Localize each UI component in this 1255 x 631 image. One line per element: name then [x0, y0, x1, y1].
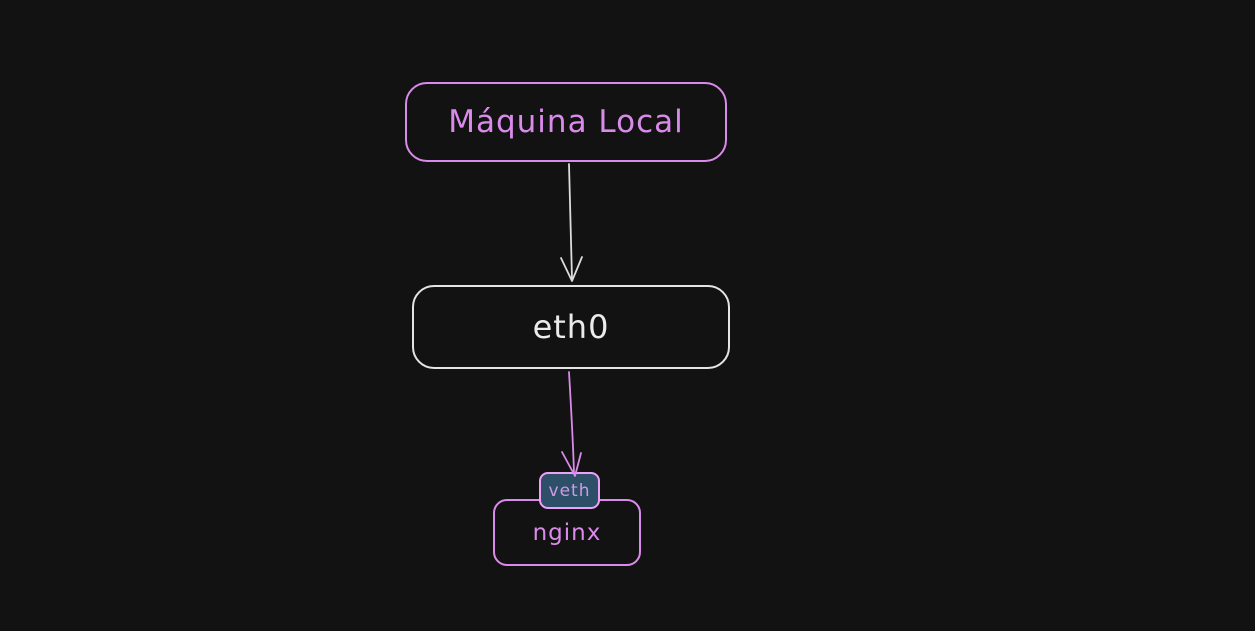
node-eth0-label: eth0 [532, 308, 610, 346]
node-maquina-local[interactable]: Máquina Local [405, 82, 727, 162]
arrow-eth0-to-veth[interactable] [561, 371, 582, 477]
node-veth-label: veth [548, 480, 591, 501]
node-maquina-local-label: Máquina Local [448, 104, 684, 140]
node-eth0[interactable]: eth0 [412, 285, 730, 369]
node-nginx-label: nginx [532, 519, 602, 546]
node-veth-badge[interactable]: veth [539, 472, 600, 509]
arrow-local-to-eth0[interactable] [560, 163, 583, 282]
node-nginx[interactable]: nginx [493, 499, 641, 566]
